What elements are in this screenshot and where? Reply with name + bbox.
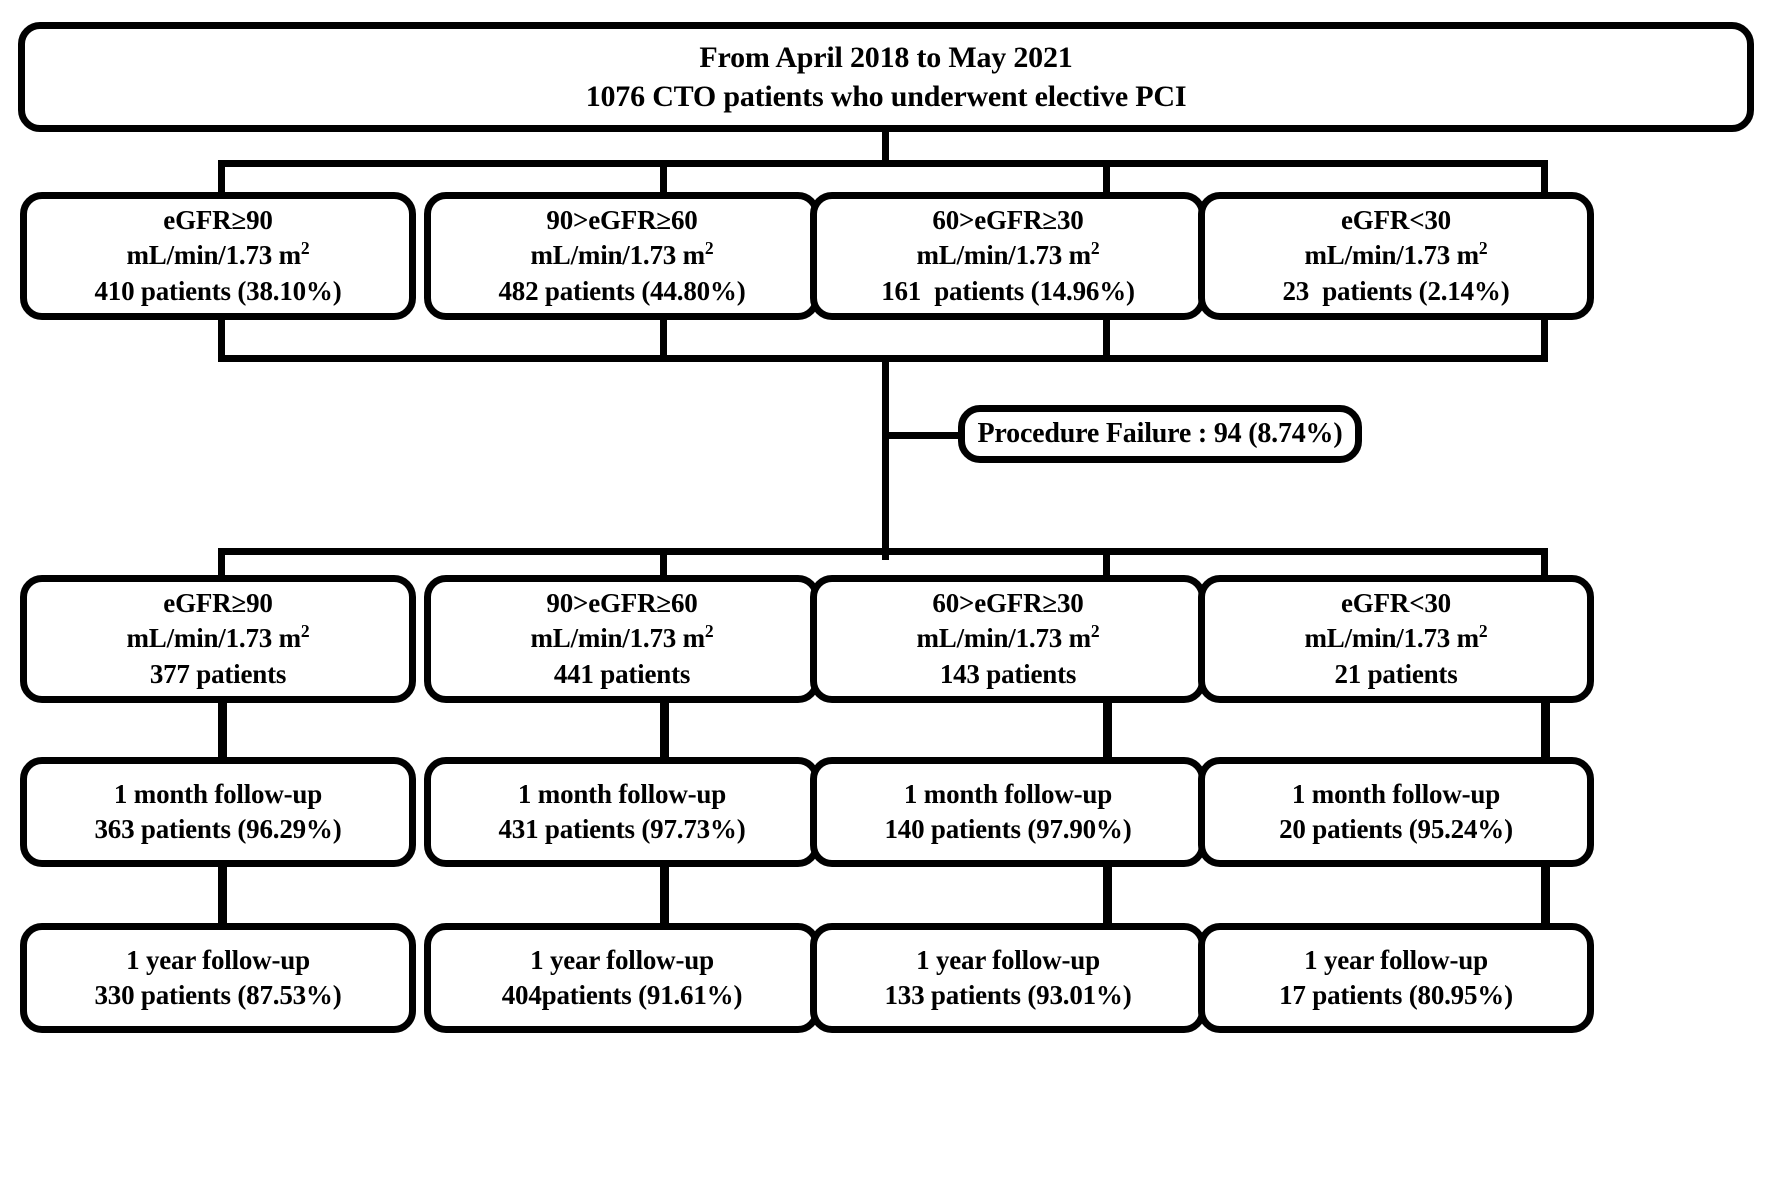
year-followup-count: 404patients (91.61%) [501, 980, 743, 1010]
connector-baseline-drop-2 [660, 160, 667, 195]
success-group-box-1: eGFR≥90 mL/min/1.73 m2 377 patients [20, 575, 416, 703]
year-followup-label: 1 year follow-up [1304, 944, 1488, 975]
month-followup-box-2: 1 month follow-up 431 patients (97.73%) [424, 757, 820, 867]
baseline-group-units: mL/min/1.73 m2 [1304, 238, 1488, 271]
year-followup-label: 1 year follow-up [530, 944, 714, 975]
connector-baseline-merge-2 [660, 320, 667, 362]
procedure-failure-box: Procedure Failure : 94 (8.74%) [958, 405, 1362, 463]
month-followup-count: 363 patients (96.29%) [94, 814, 342, 844]
connector-main-trunk [882, 355, 889, 560]
connector-month-4 [1541, 703, 1550, 759]
connector-baseline-merge-1 [218, 320, 225, 362]
year-followup-label: 1 year follow-up [916, 944, 1100, 975]
connector-baseline-merge-4 [1541, 320, 1548, 362]
success-group-units: mL/min/1.73 m2 [1304, 621, 1488, 654]
connector-baseline-merge-3 [1103, 320, 1110, 362]
success-group-label: eGFR<30 [1341, 588, 1451, 619]
baseline-group-count: 23 patients (2.14%) [1282, 275, 1510, 306]
enrollment-period: From April 2018 to May 2021 [699, 41, 1073, 74]
success-group-box-4: eGFR<30 mL/min/1.73 m2 21 patients [1198, 575, 1594, 703]
baseline-group-box-1: eGFR≥90 mL/min/1.73 m2 410 patients (38.… [20, 192, 416, 320]
success-group-units: mL/min/1.73 m2 [530, 621, 714, 654]
connector-month-2 [660, 703, 669, 759]
baseline-group-box-2: 90>eGFR≥60 mL/min/1.73 m2 482 patients (… [424, 192, 820, 320]
connector-enrollment-stem [882, 132, 889, 162]
connector-year-1 [218, 867, 227, 925]
baseline-group-units: mL/min/1.73 m2 [916, 238, 1100, 271]
connector-success-split-bar [218, 548, 1548, 555]
success-group-count: 143 patients [939, 658, 1077, 689]
baseline-group-box-3: 60>eGFR≥30 mL/min/1.73 m2 161 patients (… [810, 192, 1206, 320]
success-group-box-2: 90>eGFR≥60 mL/min/1.73 m2 441 patients [424, 575, 820, 703]
month-followup-box-4: 1 month follow-up 20 patients (95.24%) [1198, 757, 1594, 867]
connector-success-drop-1 [218, 548, 225, 578]
month-followup-box-1: 1 month follow-up 363 patients (96.29%) [20, 757, 416, 867]
baseline-group-count: 482 patients (44.80%) [498, 275, 746, 306]
baseline-group-label: eGFR<30 [1341, 205, 1451, 236]
success-group-label: 90>eGFR≥60 [546, 588, 698, 619]
baseline-group-count: 161 patients (14.96%) [881, 275, 1135, 306]
baseline-group-label: eGFR≥90 [163, 205, 273, 236]
month-followup-label: 1 month follow-up [903, 778, 1113, 809]
connector-year-4 [1541, 867, 1550, 925]
connector-year-2 [660, 867, 669, 925]
success-group-box-3: 60>eGFR≥30 mL/min/1.73 m2 143 patients [810, 575, 1206, 703]
month-followup-label: 1 month follow-up [1291, 778, 1501, 809]
year-followup-box-4: 1 year follow-up 17 patients (80.95%) [1198, 923, 1594, 1033]
baseline-group-label: 90>eGFR≥60 [546, 205, 698, 236]
success-group-count: 377 patients [149, 658, 287, 689]
connector-baseline-drop-1 [218, 160, 225, 195]
month-followup-box-3: 1 month follow-up 140 patients (97.90%) [810, 757, 1206, 867]
baseline-group-label: 60>eGFR≥30 [932, 205, 1084, 236]
connector-failure-branch [882, 432, 964, 439]
year-followup-box-1: 1 year follow-up 330 patients (87.53%) [20, 923, 416, 1033]
month-followup-label: 1 month follow-up [517, 778, 727, 809]
enrollment-box: From April 2018 to May 2021 1076 CTO pat… [18, 22, 1754, 132]
procedure-failure-label: Procedure Failure : 94 (8.74%) [977, 417, 1343, 449]
year-followup-box-3: 1 year follow-up 133 patients (93.01%) [810, 923, 1206, 1033]
month-followup-label: 1 month follow-up [113, 778, 323, 809]
connector-month-1 [218, 703, 227, 759]
month-followup-count: 20 patients (95.24%) [1279, 814, 1513, 844]
baseline-group-box-4: eGFR<30 mL/min/1.73 m2 23 patients (2.14… [1198, 192, 1594, 320]
year-followup-count: 17 patients (80.95%) [1279, 980, 1513, 1010]
enrollment-population: 1076 CTO patients who underwent elective… [585, 80, 1187, 113]
success-group-count: 441 patients [553, 658, 691, 689]
baseline-group-units: mL/min/1.73 m2 [530, 238, 714, 271]
month-followup-count: 431 patients (97.73%) [498, 814, 746, 844]
connector-baseline-split-bar [218, 160, 1548, 167]
success-group-units: mL/min/1.73 m2 [126, 621, 310, 654]
year-followup-count: 330 patients (87.53%) [94, 980, 342, 1010]
connector-year-3 [1103, 867, 1112, 925]
connector-success-drop-2 [660, 548, 667, 578]
connector-success-drop-3 [1103, 548, 1110, 578]
connector-baseline-drop-4 [1541, 160, 1548, 195]
year-followup-label: 1 year follow-up [126, 944, 310, 975]
month-followup-count: 140 patients (97.90%) [884, 814, 1132, 844]
success-group-units: mL/min/1.73 m2 [916, 621, 1100, 654]
success-group-count: 21 patients [1334, 658, 1458, 689]
connector-month-3 [1103, 703, 1112, 759]
year-followup-count: 133 patients (93.01%) [884, 980, 1132, 1010]
baseline-group-count: 410 patients (38.10%) [94, 275, 342, 306]
connector-baseline-drop-3 [1103, 160, 1110, 195]
year-followup-box-2: 1 year follow-up 404patients (91.61%) [424, 923, 820, 1033]
connector-success-drop-4 [1541, 548, 1548, 578]
success-group-label: 60>eGFR≥30 [932, 588, 1084, 619]
baseline-group-units: mL/min/1.73 m2 [126, 238, 310, 271]
success-group-label: eGFR≥90 [163, 588, 273, 619]
